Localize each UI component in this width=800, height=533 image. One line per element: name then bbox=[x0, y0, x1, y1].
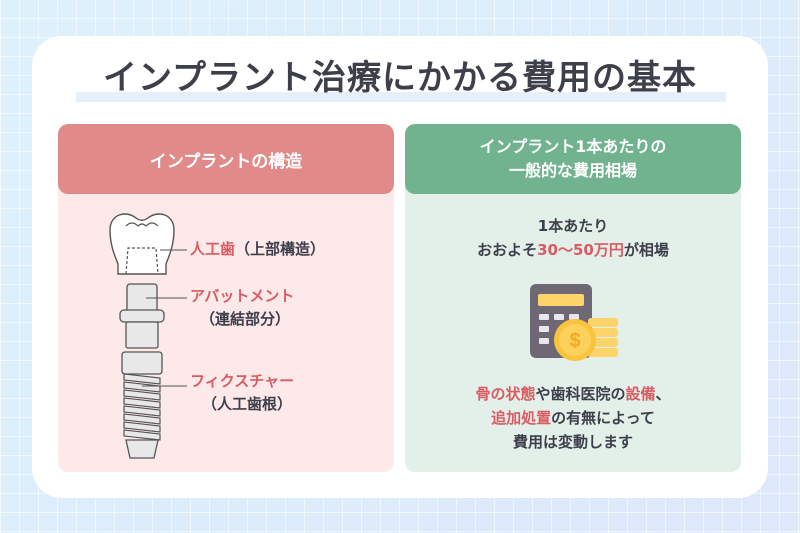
price-line2: おおよそ30〜50万円が相場 bbox=[405, 238, 741, 262]
title-block: インプラント治療にかかる費用の基本 bbox=[72, 48, 728, 106]
cost-panel-header: インプラント1本あたりの 一般的な費用相場 bbox=[405, 124, 741, 194]
implant-diagram-icon bbox=[109, 213, 187, 459]
structure-panel-header: インプラントの構造 bbox=[58, 124, 394, 194]
price-text: 1本あたり おおよそ30〜50万円が相場 bbox=[405, 214, 741, 262]
part-abutment-sub: （連結部分） bbox=[200, 310, 291, 328]
price-prefix: おおよそ bbox=[477, 241, 538, 259]
part-crown-sub: （上部構造） bbox=[235, 240, 326, 258]
page-title: インプラント治療にかかる費用の基本 bbox=[103, 58, 697, 98]
note-line3: 費用は変動します bbox=[512, 433, 633, 451]
price-suffix: が相場 bbox=[623, 241, 669, 259]
part-crown-name: 人工歯 bbox=[190, 240, 236, 258]
part-crown-label: 人工歯（上部構造） bbox=[190, 238, 325, 259]
cost-panel: インプラント1本あたりの 一般的な費用相場 1本あたり おおよそ30〜50万円が… bbox=[405, 124, 741, 472]
structure-panel: インプラントの構造 人工歯（上部構造） アバットメント bbox=[58, 124, 394, 472]
svg-text:$: $ bbox=[569, 330, 580, 352]
price-line1: 1本あたり bbox=[537, 217, 609, 235]
note-rest: の有無によって bbox=[551, 409, 655, 427]
note-additional: 追加処置 bbox=[491, 409, 552, 427]
calculator-coins-icon: $ bbox=[530, 284, 618, 361]
note-equipment: 設備 bbox=[625, 385, 656, 403]
part-fixture-label: フィクスチャー （人工歯根） bbox=[190, 370, 294, 414]
part-abutment-label: アバットメント （連結部分） bbox=[190, 285, 294, 329]
price-value: 30〜50万円 bbox=[537, 241, 624, 259]
cost-header-line1: インプラント1本あたりの bbox=[479, 137, 667, 156]
note-bone: 骨の状態 bbox=[475, 385, 536, 403]
note-line2: 追加処置の有無によって bbox=[405, 406, 741, 430]
cost-note: 骨の状態や歯科医院の設備、 追加処置の有無によって 費用は変動します bbox=[405, 382, 741, 454]
part-fixture-sub: （人工歯根） bbox=[202, 395, 293, 413]
note-mid: や歯科医院の bbox=[535, 385, 626, 403]
cost-header-line2: 一般的な費用相場 bbox=[508, 161, 637, 180]
part-abutment-name: アバットメント bbox=[190, 287, 295, 305]
structure-panel-title: インプラントの構造 bbox=[149, 151, 303, 172]
note-line1: 骨の状態や歯科医院の設備、 bbox=[405, 382, 741, 406]
part-fixture-name: フィクスチャー bbox=[190, 372, 295, 390]
note-comma: 、 bbox=[655, 385, 671, 403]
title-underline bbox=[76, 92, 726, 102]
